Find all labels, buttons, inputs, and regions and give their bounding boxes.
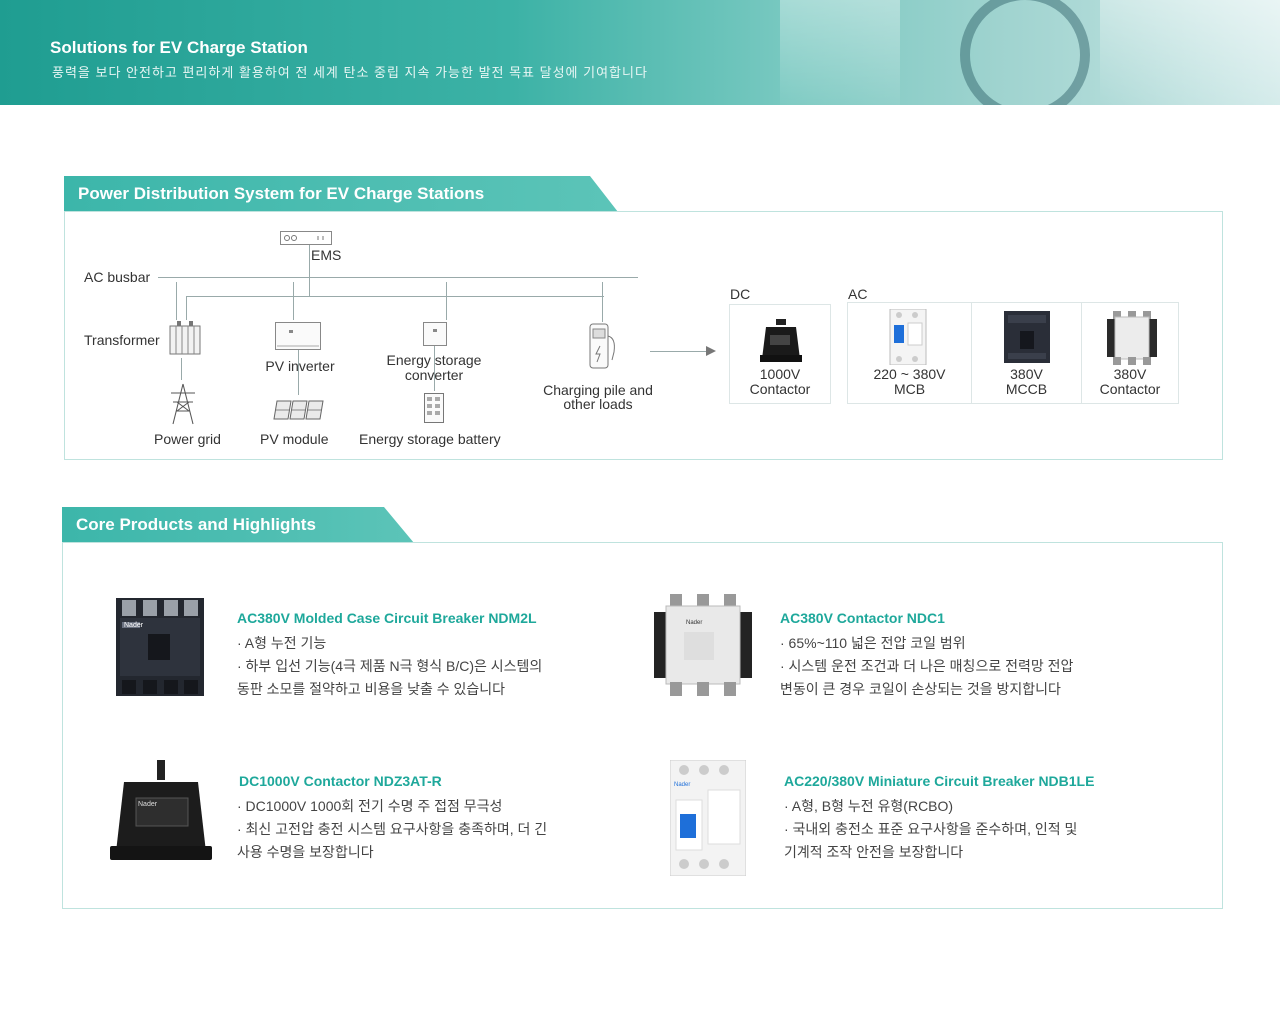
label-power-grid: Power grid — [154, 431, 221, 447]
product-desc-ndb1le: · A형, B형 누전 유형(RCBO)· 국내외 충전소 표준 요구사항을 준… — [784, 798, 1078, 860]
ems-connector — [309, 245, 310, 296]
label-ess-converter-2: converter — [404, 367, 464, 383]
charging-connector — [602, 282, 603, 322]
ems-device-icon — [280, 231, 332, 245]
ndm2l-mccb-image: Nader — [116, 598, 204, 696]
label-ess-converter-1: Energy storage — [386, 352, 482, 368]
label-charging-1: Charging pile and — [543, 382, 653, 398]
transformer-icon — [169, 321, 201, 355]
section-title-distribution: Power Distribution System for EV Charge … — [64, 176, 618, 212]
label-pv-module: PV module — [260, 431, 329, 447]
product-desc-ndm2l: · A형 누전 기능· 하부 입선 기능(4극 제품 N극 형식 B/C)은 시… — [237, 635, 543, 697]
arrow-line — [650, 351, 710, 352]
section-title-text: Core Products and Highlights — [76, 515, 316, 534]
ess-converter-icon — [423, 322, 447, 346]
ndc1-contactor-image: Nader — [654, 594, 752, 696]
battery-connector — [434, 346, 435, 391]
label-ess-battery: Energy storage battery — [359, 431, 501, 447]
ac-contactor-icon — [1107, 311, 1157, 365]
product-desc-ndc1: · 65%~110 넓은 전압 코일 범위· 시스템 운전 조건과 더 나은 매… — [780, 635, 1074, 697]
pv-module-connector — [298, 350, 299, 395]
section-title-text: Power Distribution System for EV Charge … — [78, 184, 485, 203]
section-title-core: Core Products and Highlights — [62, 507, 414, 543]
product-title-ndm2l: AC380V Molded Case Circuit Breaker NDM2L — [237, 610, 537, 626]
label-charging-2: other loads — [563, 396, 633, 412]
charging-port-graphic — [960, 0, 1090, 105]
grid-connector — [181, 358, 182, 380]
label-pv-inverter: PV inverter — [265, 358, 335, 374]
ems-signal-line — [186, 296, 604, 297]
header-banner: Solutions for EV Charge Station 풍력을 보다 안… — [0, 0, 1280, 105]
banner-decoration — [1100, 0, 1280, 105]
core-products-panel — [62, 542, 1223, 909]
product-title-ndb1le: AC220/380V Miniature Circuit Breaker NDB… — [784, 773, 1095, 789]
arrow-right-icon — [706, 346, 716, 356]
ess-converter-connector — [446, 282, 447, 320]
transformer-signal — [186, 296, 187, 320]
pv-module-icon — [273, 400, 324, 420]
dc-contactor-icon — [760, 319, 802, 362]
svg-text:Nader: Nader — [686, 620, 702, 626]
banner-decoration — [780, 0, 900, 105]
ndb1le-mcb-image: Nader — [670, 760, 746, 876]
battery-cabinet-icon — [424, 393, 444, 423]
ac-busbar-line — [158, 277, 638, 278]
mcb-icon — [889, 309, 927, 365]
product-title-ndz3at: DC1000V Contactor NDZ3AT-R — [239, 773, 442, 789]
product-title-ndc1: AC380V Contactor NDC1 — [780, 610, 945, 626]
product-desc-ndz3at: · DC1000V 1000회 전기 수명 주 접점 무극성· 최신 고전압 충… — [237, 798, 548, 860]
banner-subtitle: 풍력을 보다 안전하고 편리하게 활용하여 전 세계 탄소 중립 지속 가능한 … — [52, 65, 648, 80]
transformer-connector — [176, 282, 177, 320]
svg-text:Nader: Nader — [674, 782, 690, 788]
svg-text:Nader: Nader — [124, 622, 144, 629]
label-ac-busbar: AC busbar — [84, 269, 151, 285]
charging-pile-icon — [589, 323, 615, 369]
banner-title: Solutions for EV Charge Station — [50, 38, 308, 57]
label-transformer: Transformer — [84, 332, 160, 348]
pv-inverter-icon — [275, 322, 321, 350]
svg-text:Nader: Nader — [138, 801, 158, 808]
power-tower-icon — [171, 383, 195, 425]
mccb-icon — [1004, 311, 1050, 363]
label-ac: AC — [848, 286, 868, 302]
ndz3at-dc-contactor-image: Nader — [110, 760, 212, 860]
label-ems: EMS — [311, 247, 342, 263]
label-dc: DC — [730, 286, 751, 302]
pv-inverter-connector — [293, 282, 294, 320]
